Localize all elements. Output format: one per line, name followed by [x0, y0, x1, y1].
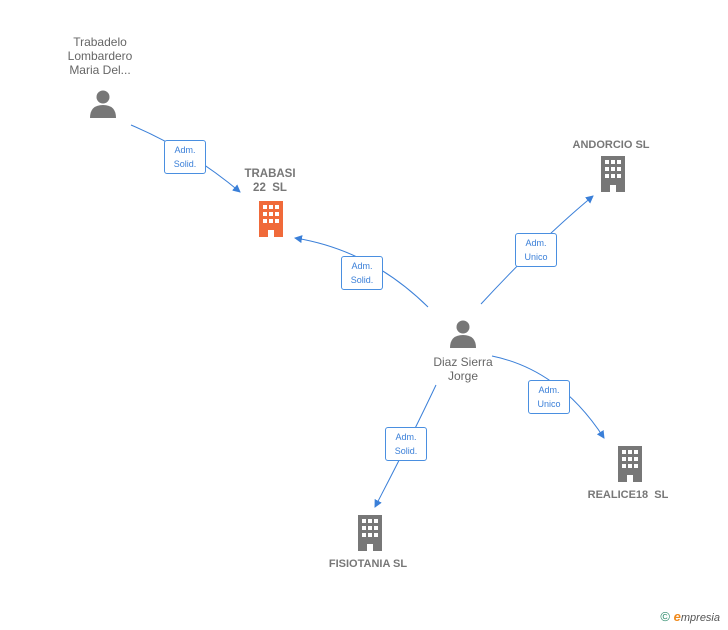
- node-label-trabasi[interactable]: TRABASI 22 SL: [225, 167, 315, 195]
- edges-group: [130, 124, 605, 508]
- node-label-diaz[interactable]: Diaz Sierra Jorge: [413, 355, 513, 383]
- label-line: FISIOTANIA SL: [328, 558, 408, 570]
- edge-label-line: Unico: [537, 399, 561, 409]
- brand-logo-e: e: [673, 609, 681, 624]
- edge-label-line: Adm.: [351, 261, 373, 271]
- edge-label-line: Unico: [524, 252, 548, 262]
- building-icon[interactable]: [601, 156, 625, 192]
- label-line: Diaz Sierra: [433, 355, 493, 369]
- building-icon[interactable]: [618, 446, 642, 482]
- edge-label-diaz-fisiotania[interactable]: Adm. Solid.: [385, 427, 427, 461]
- copyright-symbol: ©: [660, 609, 671, 624]
- edge-label-line: Adm.: [525, 238, 547, 248]
- node-label-andorcio[interactable]: ANDORCIO SL: [551, 138, 671, 152]
- label-line: REALICE18 SL: [587, 489, 669, 501]
- label-line: ANDORCIO SL: [572, 139, 650, 151]
- node-label-fisiotania[interactable]: FISIOTANIA SL: [308, 557, 428, 571]
- label-line: Trabadelo: [73, 35, 127, 49]
- edge-label-line: Adm.: [395, 432, 417, 442]
- edge-label-line: Adm.: [174, 145, 196, 155]
- edge-label-line: Solid.: [173, 159, 197, 169]
- edge-label-line: Adm.: [538, 385, 560, 395]
- label-line: TRABASI: [244, 168, 296, 180]
- edge-label-line: Solid.: [394, 446, 418, 456]
- label-line: Lombardero: [67, 49, 133, 63]
- building-icon[interactable]: [358, 515, 382, 551]
- edge-label-trabadelo-trabasi[interactable]: Adm. Solid.: [164, 140, 206, 174]
- edge-label-line: Solid.: [350, 275, 374, 285]
- brand-footer: © empresia: [660, 609, 720, 624]
- label-line: 22 SL: [253, 182, 287, 194]
- label-line: Maria Del...: [69, 63, 131, 77]
- person-icon[interactable]: [90, 90, 116, 119]
- brand-logo-text: mpresia: [680, 612, 720, 624]
- edge-label-diaz-realice[interactable]: Adm. Unico: [528, 380, 570, 414]
- edge-label-diaz-andorcio[interactable]: Adm. Unico: [515, 233, 557, 267]
- building-icon[interactable]: [259, 201, 283, 237]
- person-icon[interactable]: [450, 320, 476, 349]
- label-line: Jorge: [447, 369, 479, 383]
- node-label-realice[interactable]: REALICE18 SL: [568, 488, 688, 502]
- edge-label-diaz-trabasi[interactable]: Adm. Solid.: [341, 256, 383, 290]
- node-label-trabadelo[interactable]: Trabadelo Lombardero Maria Del...: [50, 35, 150, 77]
